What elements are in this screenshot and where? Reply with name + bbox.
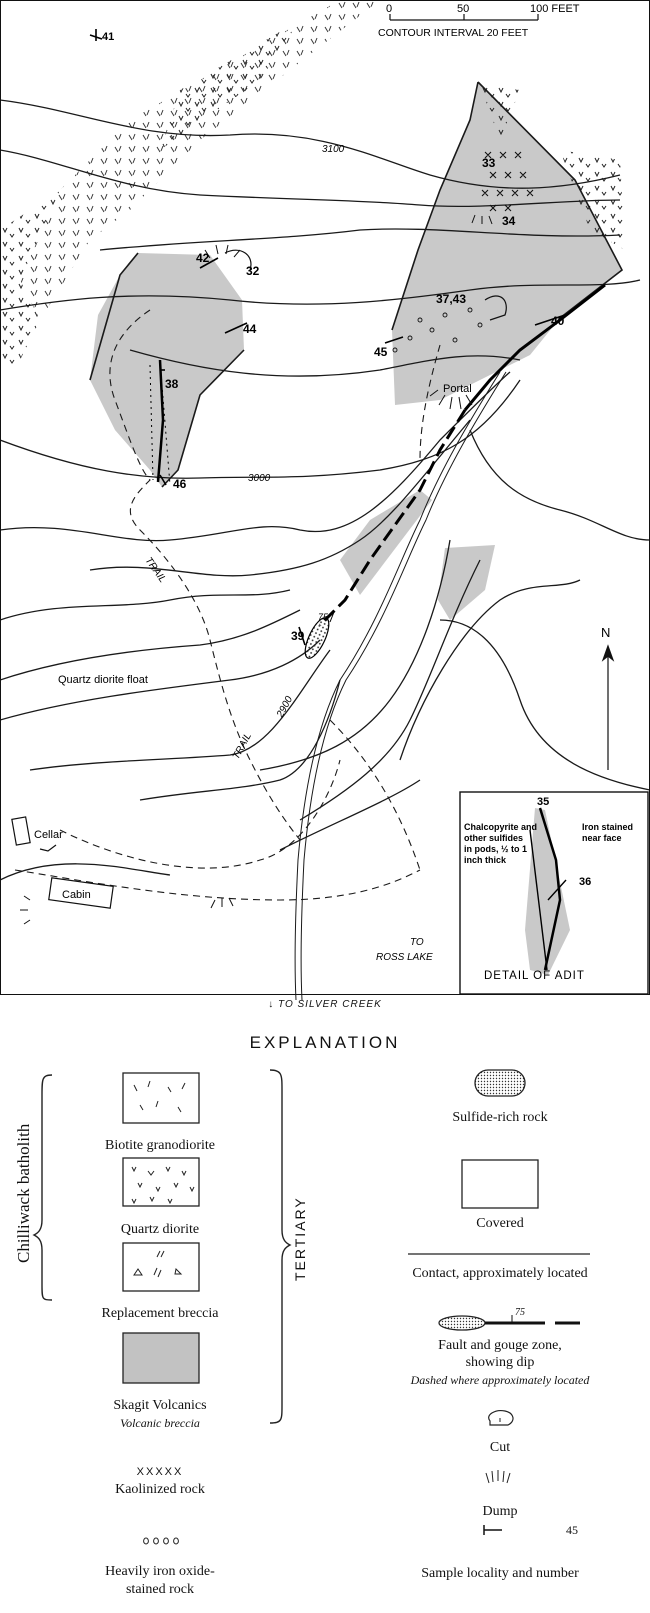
sample-39: 39 xyxy=(291,629,305,643)
contour-label-2900: 2900 xyxy=(274,694,295,720)
sulfide-lens xyxy=(304,617,330,659)
legend-fault-dip-75: 75 xyxy=(515,1307,525,1318)
label-cellar: Cellar xyxy=(34,829,63,841)
legend-kaolinized-rock: Kaolinized rock xyxy=(115,1482,205,1497)
sample-37-43: 37,43 xyxy=(436,292,466,306)
volcanics-area-east xyxy=(392,82,622,405)
legend-fault-2: showing dip xyxy=(465,1355,535,1370)
inset-title: DETAIL OF ADIT xyxy=(484,970,585,982)
scale-tick-0: 0 xyxy=(386,3,392,15)
legend-quartz-diorite: Quartz diorite xyxy=(120,1222,200,1237)
legend-biotite-granodiorite: Biotite granodiorite xyxy=(104,1138,216,1153)
sample-33: 33 xyxy=(482,156,496,170)
sample-46: 46 xyxy=(173,477,187,491)
legend-skagit-volcanics: Skagit Volcanics xyxy=(113,1398,207,1413)
geologic-map: 0 50 100 FEET CONTOUR INTERVAL 20 FEET N… xyxy=(0,0,650,1000)
age-label-tertiary: TERTIARY xyxy=(292,1196,308,1281)
label-to: TO xyxy=(410,937,424,948)
north-arrow xyxy=(601,644,615,770)
inset-note-right-2: near face xyxy=(582,833,622,843)
sample-40: 40 xyxy=(551,314,565,328)
inset-sample-36: 36 xyxy=(579,876,591,888)
label-cabin: Cabin xyxy=(62,889,91,901)
legend-iron-stained-1: Heavily iron oxide- xyxy=(105,1564,215,1579)
inset-note-left-2: other sulfides xyxy=(464,833,523,843)
volcanics-area-trail xyxy=(340,490,432,595)
contour-label-3100: 3100 xyxy=(322,144,345,155)
cellar-building xyxy=(11,816,31,846)
legend-sulfide-rich: Sulfide-rich rock xyxy=(452,1110,548,1125)
inset-note-left-1: Chalcopyrite and xyxy=(464,822,537,832)
inset-note-right-1: Iron stained xyxy=(582,822,633,832)
label-ross-lake: ROSS LAKE xyxy=(376,952,433,963)
legend-fault-1: Fault and gouge zone, xyxy=(438,1338,562,1353)
scale-tick-50: 50 xyxy=(457,3,469,15)
sample-45: 45 xyxy=(374,345,388,359)
legend-contact: Contact, approximately located xyxy=(412,1266,588,1281)
inset-note-left-3: in pods, ½ to 1 xyxy=(464,844,527,854)
label-quartz-float: Quartz diorite float xyxy=(58,674,148,686)
legend-sample-locality: Sample locality and number xyxy=(421,1566,579,1581)
legend-replacement-breccia: Replacement breccia xyxy=(101,1306,219,1321)
legend-kaolin-symbol: XXXXX xyxy=(136,1466,184,1478)
sample-41: 41 xyxy=(102,31,114,43)
sample-42: 42 xyxy=(196,251,210,265)
cabin-building xyxy=(48,877,114,909)
label-portal: Portal xyxy=(443,383,472,395)
adit-detail-inset xyxy=(459,791,649,995)
label-trail-2: TRAIL xyxy=(231,731,254,761)
contour-interval: CONTOUR INTERVAL 20 FEET xyxy=(378,27,529,39)
volcanics-area-south xyxy=(438,545,495,620)
group-label-chilliwack: Chilliwack batholith xyxy=(14,1123,33,1263)
scale-bar xyxy=(389,14,539,21)
sample-38: 38 xyxy=(165,377,179,391)
legend-iron-stained-2: stained rock xyxy=(125,1582,195,1597)
fault-dip-75: 75 xyxy=(318,612,329,622)
legend-cut: Cut xyxy=(489,1440,511,1455)
north-label: N xyxy=(601,625,610,640)
sample-32: 32 xyxy=(246,264,260,278)
legend-covered: Covered xyxy=(476,1216,524,1231)
legend-volcanic-breccia: Volcanic breccia xyxy=(120,1416,200,1430)
legend-dump: Dump xyxy=(482,1504,518,1519)
scale-tick-100: 100 FEET xyxy=(530,3,580,15)
inset-note-left-4: inch thick xyxy=(464,855,507,865)
legend-sample-45: 45 xyxy=(566,1523,578,1537)
inset-sample-35: 35 xyxy=(537,796,549,808)
sample-34: 34 xyxy=(502,214,516,228)
to-silver-creek: ↓ TO SILVER CREEK xyxy=(268,999,382,1010)
volcanics-area-west xyxy=(90,253,244,487)
contour-label-3000: 3000 xyxy=(248,473,271,484)
sample-44: 44 xyxy=(243,322,257,336)
explanation-title: EXPLANATION xyxy=(249,1033,401,1052)
legend-graphics xyxy=(32,1069,590,1545)
legend-dashed-note: Dashed where approximately located xyxy=(410,1373,590,1387)
